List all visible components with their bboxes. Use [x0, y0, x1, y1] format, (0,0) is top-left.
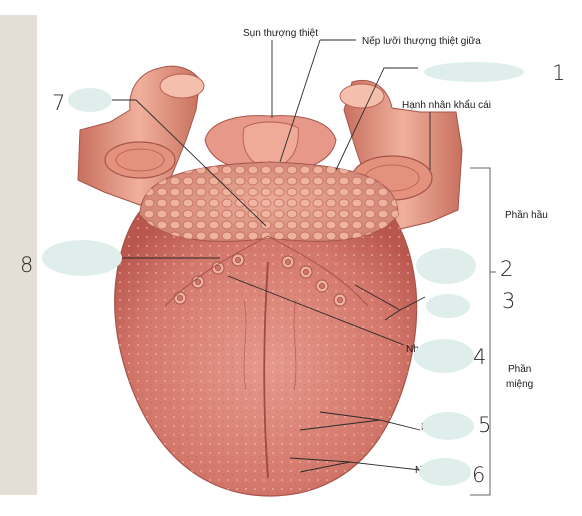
left-sidebar-panel	[0, 15, 37, 495]
vallate-papillae	[173, 253, 347, 307]
label-palatine-tonsil: Hạnh nhân khẩu cái	[402, 99, 491, 111]
label-partial-6: N	[415, 465, 422, 476]
label-pharyngeal-part: Phần hầu	[505, 209, 548, 221]
label-partial-4: Nh	[406, 344, 419, 355]
handwritten-4: 4	[473, 345, 486, 369]
redaction-2	[416, 248, 476, 284]
sulcus-terminalis	[164, 235, 369, 307]
redaction-1	[424, 62, 524, 82]
redaction-blobs	[42, 62, 524, 486]
handwritten-6: 6	[472, 463, 485, 487]
redaction-7	[68, 88, 112, 112]
handwritten-7: 7	[52, 91, 65, 115]
label-oral-part-line1: Phần	[508, 363, 531, 375]
handwritten-8: 8	[20, 253, 33, 277]
median-sulcus	[263, 261, 269, 479]
label-oral-part-line2: miệng	[506, 379, 533, 390]
redaction-5	[422, 412, 474, 440]
redaction-3	[426, 294, 470, 318]
handwritten-2: 2	[500, 257, 513, 281]
handwritten-1: 1	[552, 61, 565, 85]
handwritten-5: 5	[478, 413, 491, 437]
redaction-4	[414, 339, 474, 373]
redaction-6	[419, 458, 471, 486]
leader-lines	[112, 39, 431, 473]
label-median-glosso-epiglottic-fold: Nếp lưỡi thượng thiệt giữa	[362, 35, 481, 47]
redaction-8	[42, 240, 122, 276]
label-epiglottis: Sụn thượng thiệt	[243, 28, 318, 39]
tongue-root	[139, 161, 399, 242]
region-bracket	[470, 167, 496, 496]
handwritten-3: 3	[502, 289, 515, 313]
epiglottis-shape	[204, 115, 337, 173]
